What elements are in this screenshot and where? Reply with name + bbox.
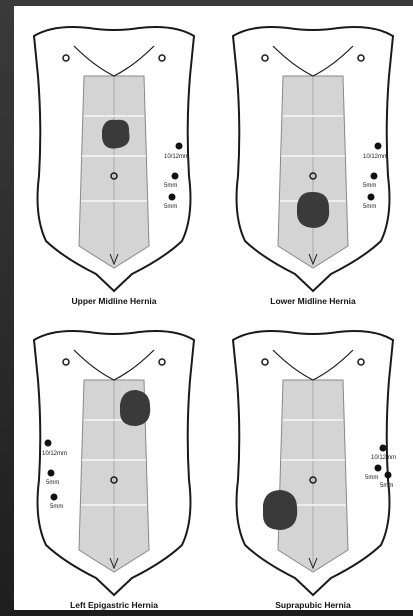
port-5mm-icon bbox=[51, 494, 58, 501]
port-10-12mm-icon bbox=[176, 143, 183, 150]
port-label: 5mm bbox=[164, 204, 177, 210]
figure-caption: Upper Midline Hernia bbox=[14, 296, 214, 306]
port-label: 10/12mm bbox=[42, 451, 67, 457]
port-label: 5mm bbox=[365, 475, 378, 481]
port-5mm-icon bbox=[48, 470, 55, 477]
port-label: 5mm bbox=[363, 204, 376, 210]
port-label: 10/12mm bbox=[363, 154, 388, 160]
figure-suprapubic-hernia: 10/12mm 5mm 5mm Suprapubic Hernia bbox=[213, 310, 413, 610]
figure-upper-midline-hernia: 10/12mm 5mm 5mm Upper Midline Hernia bbox=[14, 6, 214, 306]
hernia-defect bbox=[297, 192, 329, 228]
port-5mm-icon bbox=[172, 173, 179, 180]
port-label: 5mm bbox=[380, 483, 393, 489]
port-5mm-icon bbox=[371, 173, 378, 180]
hernia-defect bbox=[120, 390, 150, 426]
port-5mm-icon bbox=[375, 465, 382, 472]
hernia-defect bbox=[102, 120, 130, 149]
port-10-12mm-icon bbox=[375, 143, 382, 150]
port-5mm-icon bbox=[385, 472, 392, 479]
port-label: 10/12mm bbox=[164, 154, 189, 160]
figure-panel: 10/12mm 5mm 5mm Upper Midline Hernia 10/… bbox=[14, 6, 413, 610]
port-10-12mm-icon bbox=[45, 440, 52, 447]
figure-left-epigastric-hernia: 10/12mm 5mm 5mm Left Epigastric Hernia bbox=[14, 310, 214, 610]
port-label: 5mm bbox=[164, 183, 177, 189]
figure-caption: Lower Midline Hernia bbox=[213, 296, 413, 306]
port-5mm-icon bbox=[368, 194, 375, 201]
hernia-defect bbox=[263, 490, 297, 530]
torso-diagram bbox=[14, 310, 214, 610]
port-10-12mm-icon bbox=[380, 445, 387, 452]
port-label: 5mm bbox=[363, 183, 376, 189]
figure-lower-midline-hernia: 10/12mm 5mm 5mm Lower Midline Hernia bbox=[213, 6, 413, 306]
port-5mm-icon bbox=[169, 194, 176, 201]
port-label: 5mm bbox=[50, 504, 63, 510]
figure-caption: Left Epigastric Hernia bbox=[14, 600, 214, 610]
port-label: 5mm bbox=[46, 480, 59, 486]
port-label: 10/12mm bbox=[371, 455, 396, 461]
figure-caption: Suprapubic Hernia bbox=[213, 600, 413, 610]
